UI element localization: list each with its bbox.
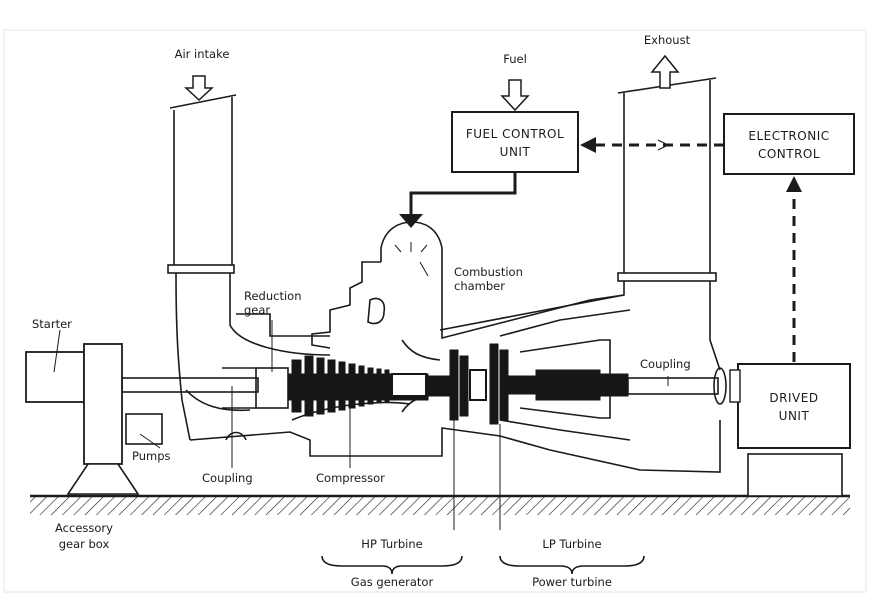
accessory-gear-box-label-line1: Accessory — [55, 521, 113, 535]
output-coupling — [627, 367, 727, 405]
driven-unit-flange — [729, 369, 741, 403]
driven-unit-label-line2: UNIT — [779, 409, 810, 423]
fuel-control-label-line1: FUEL CONTROL — [466, 127, 564, 141]
compressor-label: Compressor — [316, 471, 385, 485]
reduction-gear-label-line1: Reduction — [244, 289, 302, 303]
accessory-gear-box — [66, 343, 140, 495]
air-intake-label: Air intake — [175, 47, 230, 61]
starter-label: Starter — [32, 317, 72, 331]
gas-generator-label: Gas generator — [351, 575, 434, 589]
driven-unit-box — [737, 363, 851, 449]
fuel-control-label-line2: UNIT — [500, 145, 531, 159]
driven-unit-base — [747, 453, 843, 497]
fuel-label: Fuel — [503, 52, 527, 66]
ground — [30, 494, 850, 515]
combustion-chamber-label-line2: chamber — [454, 279, 505, 293]
starter-box — [25, 351, 85, 403]
pumps-label: Pumps — [132, 449, 171, 463]
fuel-control-unit-box — [451, 111, 579, 173]
control-signal-arrow — [580, 137, 724, 153]
combustion-chamber-label-line1: Combustion — [454, 265, 523, 279]
pumps-box — [125, 413, 163, 445]
fuel-arrow-icon — [500, 79, 530, 112]
lp-turbine-label: LP Turbine — [542, 537, 601, 551]
electronic-control-box — [723, 113, 855, 175]
compressor-rotor — [287, 355, 453, 417]
leader-lines — [53, 261, 669, 530]
lp-turbine-rotor — [489, 343, 629, 425]
exhaust-label: Exhoust — [644, 33, 691, 47]
power-turbine-brace — [499, 555, 645, 575]
fuel-supply-line — [399, 172, 517, 228]
coupling-left-label: Coupling — [202, 471, 253, 485]
accessory-gear-box-label-line2: gear box — [59, 537, 110, 551]
power-turbine-label: Power turbine — [532, 575, 612, 589]
coupling-right-label: Coupling — [640, 357, 691, 371]
driven-unit-label-line1: DRIVED — [769, 391, 818, 405]
air-intake-arrow-icon — [184, 75, 214, 102]
hp-turbine-label: HP Turbine — [361, 537, 422, 551]
gas-generator-brace — [321, 555, 463, 575]
feedback-signal-arrow — [786, 176, 802, 362]
electronic-control-label-line2: CONTROL — [758, 147, 820, 161]
exhaust-arrow-icon — [650, 54, 680, 89]
reduction-gear-label-line2: gear — [244, 303, 270, 317]
electronic-control-label-line1: ELECTRONIC — [748, 129, 829, 143]
air-intake-duct — [167, 94, 331, 441]
